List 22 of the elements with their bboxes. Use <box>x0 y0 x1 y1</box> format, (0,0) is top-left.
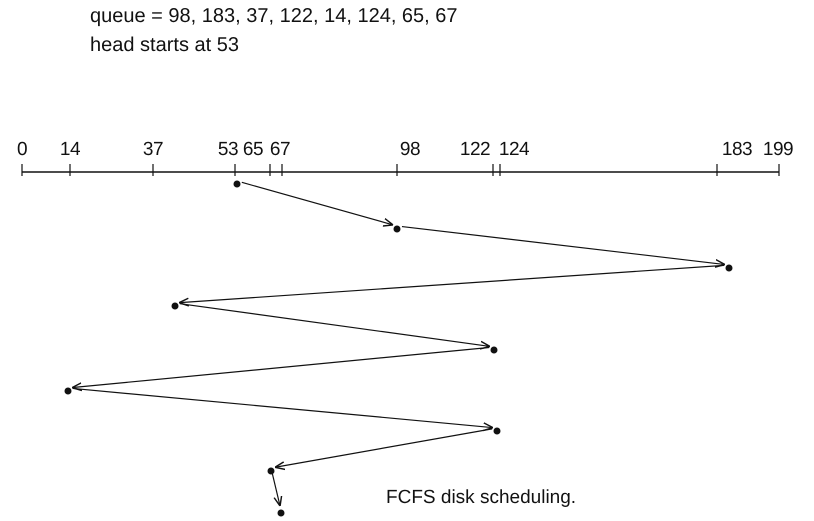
tick-label: 124 <box>498 140 530 159</box>
arrow <box>272 472 282 507</box>
arrow <box>402 226 726 268</box>
tick-label: 65 <box>242 140 264 159</box>
tick-label: 122 <box>460 140 490 159</box>
tick-label: 0 <box>16 140 28 159</box>
arrow <box>72 388 494 432</box>
tick-label: 53 <box>218 140 238 159</box>
caption: FCFS disk scheduling. <box>386 488 576 507</box>
tick-label: 98 <box>400 140 420 159</box>
arrow <box>274 428 492 470</box>
arrow <box>180 303 491 350</box>
tick-label: 199 <box>762 140 794 159</box>
tick-label: 67 <box>270 140 290 159</box>
tick-label: 37 <box>142 140 164 159</box>
arrow <box>71 346 490 392</box>
arrow <box>178 264 724 307</box>
tick-label: 14 <box>60 140 80 159</box>
arrow <box>242 182 394 227</box>
note-text: queue = 98, 183, 37, 122, 14, 124, 65, 67 <box>90 6 458 26</box>
note-text: head starts at 53 <box>90 35 239 55</box>
tick-label: 183 <box>722 140 752 159</box>
